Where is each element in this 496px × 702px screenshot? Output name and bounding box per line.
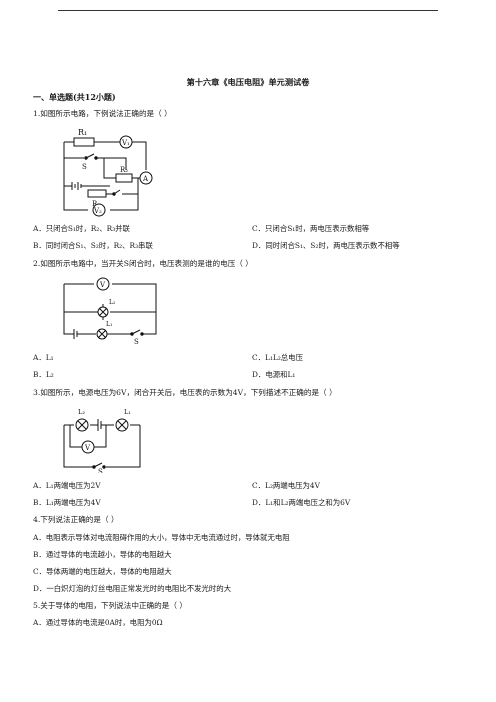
q1-option-d[interactable]: D．同时闭合S₁、S₂时，两电压表示数不相等 bbox=[252, 241, 400, 250]
l1-label: L₁ bbox=[124, 408, 131, 416]
q1-option-b[interactable]: B．同时闭合S₁、S₂时，R₂、R₃串联 bbox=[33, 241, 153, 250]
q3-option-b[interactable]: B．L₁两端电压为4V bbox=[33, 498, 101, 507]
q5-option-a[interactable]: A．通过导体的电流是0A时，电阻为0Ω bbox=[33, 618, 163, 627]
v2-label: V₂ bbox=[93, 207, 102, 215]
r3-resistor bbox=[87, 189, 107, 198]
question-4-stem: 4.下列说法正确的是（ ） bbox=[33, 515, 119, 524]
r2-label: R₂ bbox=[120, 166, 128, 174]
header-rule bbox=[58, 10, 438, 11]
q2-option-c[interactable]: C．L₁L₂总电压 bbox=[252, 353, 303, 362]
l2-label: L₂ bbox=[109, 299, 116, 306]
v2-voltmeter bbox=[92, 203, 106, 217]
voltmeter bbox=[96, 277, 110, 291]
v1-label: V₁ bbox=[121, 139, 130, 147]
q3-option-c[interactable]: C．L₂两端电压为4V bbox=[252, 481, 320, 490]
question-3-stem: 3.如图所示，电源电压为6V，闭合开关后，电压表的示数为4V，下列描述不正确的是… bbox=[33, 388, 337, 397]
s-label: S bbox=[134, 338, 139, 346]
q4-option-c[interactable]: C．导体两端的电压越大，导体的电阻越大 bbox=[33, 567, 172, 576]
q2-option-d[interactable]: D．电源和L₁ bbox=[252, 370, 296, 379]
q3-option-d[interactable]: D．L₁和L₂两端电压之和为6V bbox=[252, 498, 351, 507]
question-1-stem: 1.如图所示电路，下例说法正确的是（ ） bbox=[33, 109, 172, 118]
question-3-circuit-diagram: L₂ L₁ V S bbox=[63, 408, 141, 473]
question-5-stem: 5.关于导体的电阻，下列说法中正确的是（ ） bbox=[33, 601, 187, 610]
r3-label: R₃ bbox=[92, 200, 100, 208]
l1-label: L₁ bbox=[106, 321, 112, 328]
q3-option-a[interactable]: A．L₁两端电压为2V bbox=[33, 481, 101, 490]
s-label: S bbox=[82, 163, 87, 171]
q4-option-a[interactable]: A．电阻表示导体对电流阻碍作用的大小，导体中无电流通过时，导体就无电阻 bbox=[33, 533, 290, 542]
v-label: V bbox=[84, 444, 91, 452]
ammeter bbox=[139, 171, 153, 185]
page-title: 第十六章《电压电阻》单元测试卷 bbox=[186, 77, 310, 87]
voltmeter bbox=[81, 440, 95, 454]
question-2-circuit-diagram: V L₂ L₁ S bbox=[63, 277, 157, 346]
q1-option-a[interactable]: A．只闭合S₁时，R₂、R₃并联 bbox=[33, 224, 130, 233]
q2-option-b[interactable]: B．L₂ bbox=[33, 370, 54, 379]
q1-option-c[interactable]: C．只闭合S₁时，两电压表示数相等 bbox=[252, 224, 370, 233]
r1-resistor bbox=[73, 137, 95, 147]
v-label: V bbox=[99, 281, 106, 289]
r1-label: R₁ bbox=[78, 128, 87, 137]
l2-label: L₂ bbox=[78, 408, 85, 416]
q4-option-d[interactable]: D．一白炽灯泡的灯丝电阻正常发光时的电阻比不发光时的大 bbox=[33, 584, 232, 593]
q4-option-b[interactable]: B．通过导体的电流越小，导体的电阻越大 bbox=[33, 550, 172, 559]
r2-resistor bbox=[115, 173, 133, 183]
question-1-circuit-diagram: R₁ V₁ S R₂ A R₃ V₂ bbox=[63, 128, 153, 217]
question-2-stem: 2.如图所示电路中，当开关S闭合时，电压表测的是谁的电压（ ） bbox=[33, 259, 253, 268]
q2-option-a[interactable]: A．L₁ bbox=[33, 353, 54, 362]
s-label: S bbox=[98, 468, 103, 473]
a-label: A bbox=[142, 175, 149, 183]
section-heading: 一、单选题(共12小题) bbox=[33, 92, 116, 102]
